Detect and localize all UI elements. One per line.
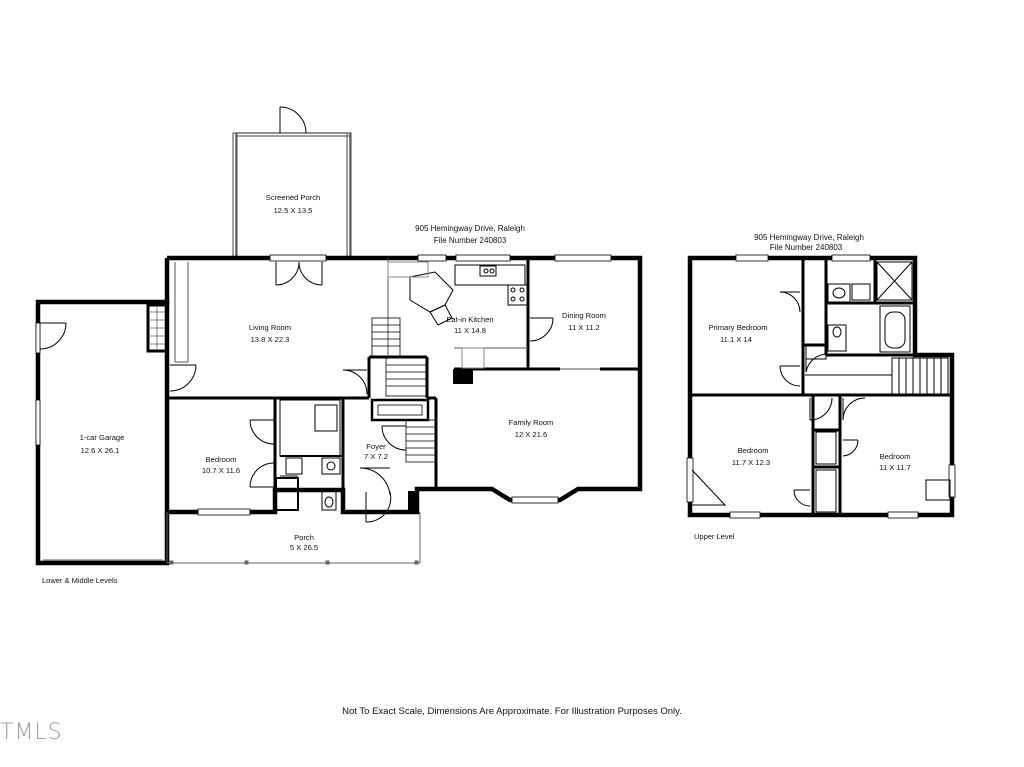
garage-dims: 12.6 X 26.1	[81, 446, 120, 455]
front-porch	[166, 512, 421, 565]
screened-porch-dims: 12.5 X 13.5	[274, 206, 313, 215]
disclaimer: Not To Exact Scale, Dimensions Are Appro…	[342, 706, 682, 717]
lower-bedroom-name: Bedroom	[206, 455, 237, 464]
garage-window-2	[35, 399, 41, 446]
wall-post	[408, 491, 417, 513]
fireplace	[146, 303, 169, 353]
dining-room-dims: 11 X 11.2	[568, 323, 599, 332]
lower-header-file: File Number 240803	[434, 236, 507, 245]
upper-level-caption: Upper Level	[694, 532, 735, 541]
garage-window-1	[35, 322, 41, 354]
kitchen-fixtures	[387, 261, 529, 369]
family-room-dims: 12 X 21.6	[515, 430, 548, 439]
upper-bedroom-1-name: Bedroom	[738, 446, 769, 455]
upper-header-address: 905 Hemingway Drive, Raleigh	[754, 233, 864, 242]
tmls-logo: TMLS	[0, 720, 63, 745]
upper-bedroom-2-name: Bedroom	[880, 452, 911, 461]
fireplace-hatch	[150, 305, 165, 351]
lower-level-plan	[35, 106, 643, 566]
windows	[197, 254, 612, 516]
family-room-name: Family Room	[509, 418, 554, 427]
primary-bedroom-name: Primary Bedroom	[708, 323, 767, 332]
upper-bedroom-1-dims: 11.7 X 12.3	[732, 458, 770, 467]
porch-name: Porch	[294, 533, 314, 542]
lower-bath-fixtures	[275, 399, 343, 511]
lower-bedroom-dims: 10.7 X 11.6	[202, 466, 240, 475]
living-room-dims: 13.8 X 22.3	[251, 335, 290, 344]
upper-outer-wall	[687, 255, 955, 518]
lower-header-address: 905 Hemingway Drive, Raleigh	[415, 224, 525, 233]
upper-bedroom-2-dims: 11 X 11.7	[879, 463, 910, 472]
porch-door	[279, 106, 307, 134]
foyer-dims: 7 X 7.2	[364, 452, 388, 461]
kitchen-name: Eat-in Kitchen	[446, 315, 493, 324]
room-labels: Screened Porch 12.5 X 13.5 905 Hemingway…	[80, 193, 911, 552]
upper-level-plan	[686, 254, 956, 519]
upper-door-swings	[779, 291, 866, 507]
screened-porch-name: Screened Porch	[266, 193, 320, 202]
lower-level-caption: Lower & Middle Levels	[42, 576, 118, 585]
garage-name: 1-car Garage	[80, 433, 125, 442]
upper-fixtures	[691, 261, 951, 513]
stair-post	[453, 369, 473, 384]
dining-room-name: Dining Room	[562, 311, 606, 320]
living-room-name: Living Room	[249, 323, 291, 332]
door-swings	[169, 261, 554, 523]
kitchen-dims: 11 X 14.8	[454, 326, 486, 335]
upper-windows	[686, 254, 956, 519]
foyer-name: Foyer	[366, 442, 386, 451]
garage-door-swing	[39, 322, 67, 350]
porch-dims: 5 X 26.5	[290, 543, 318, 552]
stairs	[370, 317, 437, 463]
primary-bedroom-dims: 11.1 X 14	[720, 335, 752, 344]
upper-header-file: File Number 240803	[770, 243, 843, 252]
